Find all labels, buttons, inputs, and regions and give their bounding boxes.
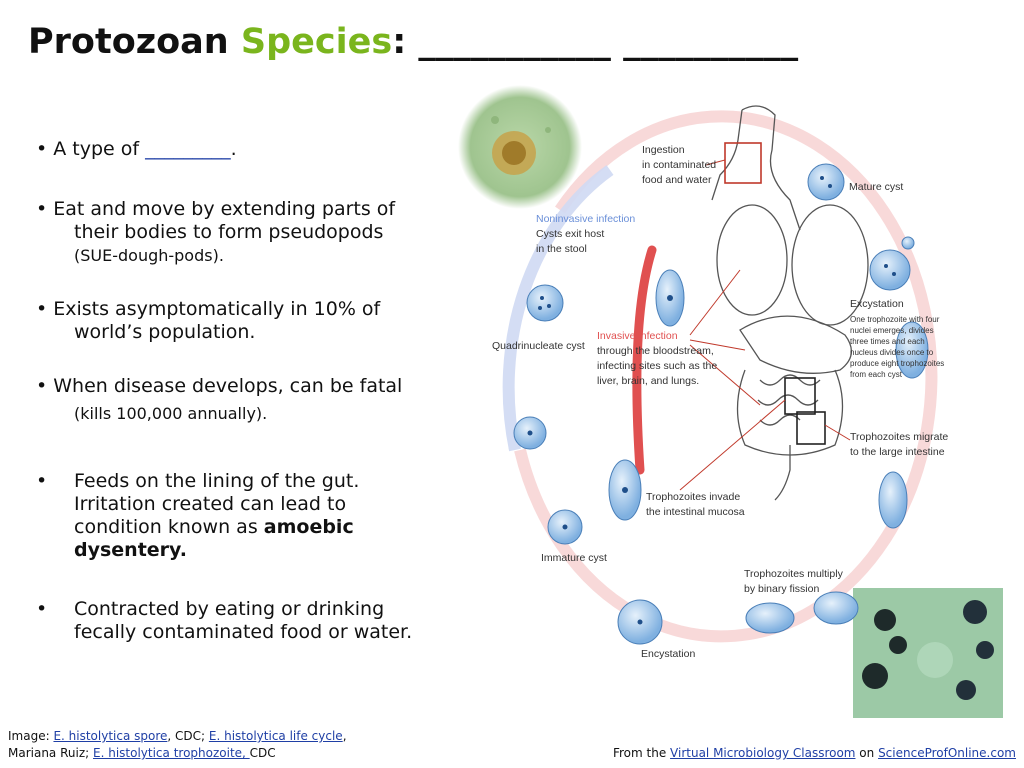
- bullet-line: (kills 100,000 annually).: [74, 404, 268, 423]
- intestine-box-2: [796, 411, 826, 445]
- slide-title: Protozoan Species: ___________ _________…: [28, 22, 798, 62]
- title-suffix: : ___________ __________: [392, 22, 799, 62]
- intestine-box-1: [784, 377, 816, 415]
- credit-end: CDC: [249, 746, 276, 760]
- bullet-text-plain: Feeds on the lining of the gut. Irritati…: [74, 470, 360, 538]
- source-link-classroom[interactable]: Virtual Microbiology Classroom: [670, 746, 856, 760]
- bullet-line: world’s population.: [74, 321, 256, 343]
- pointer-lines: [679, 159, 851, 491]
- label-encystation: Encystation: [641, 648, 695, 660]
- label-immature-cyst: Immature cyst: [541, 552, 607, 564]
- bullet-text: • A type of: [36, 138, 146, 160]
- bullet-text: Contracted by eating or drinking fecally…: [74, 598, 413, 643]
- credit-link-spore[interactable]: E. histolytica spore: [53, 729, 168, 743]
- bullet-type-of: • A type of _________.: [36, 138, 237, 161]
- title-prefix: Protozoan: [28, 22, 241, 62]
- bullet-line: (SUE-dough-pods).: [74, 246, 224, 265]
- bullet-end: .: [230, 138, 237, 160]
- body-outline: [711, 105, 869, 501]
- label-excystation: Excystation: [850, 298, 904, 310]
- bullet-pseudopods: • Eat and move by extending parts of the…: [36, 198, 395, 267]
- bullet-asymptomatic: • Exists asymptomatically in 10% of worl…: [36, 298, 380, 344]
- credit-sep: , Mariana Ruiz;: [8, 729, 347, 760]
- source-credit: From the Virtual Microbiology Classroom …: [613, 746, 1016, 760]
- bullet-fatal: • When disease develops, can be fatal (k…: [36, 375, 402, 425]
- spore-photo: [458, 85, 582, 209]
- source-prefix: From the: [612, 746, 671, 760]
- source-link-site[interactable]: ScienceProfOnline.com: [878, 746, 1016, 760]
- credit-link-life-cycle[interactable]: E. histolytica life cycle: [208, 729, 343, 743]
- trophozoite-photo: [853, 588, 1003, 718]
- bullet-line: their bodies to form pseudopods: [74, 221, 384, 243]
- image-credit: Image: E. histolytica spore, CDC; E. his…: [8, 728, 378, 762]
- bullet-line: • Exists asymptomatically in 10% of: [36, 298, 381, 320]
- bullet-text: Feeds on the lining of the gut. Irritati…: [74, 470, 434, 562]
- bullet-dot: •: [36, 470, 48, 492]
- label-quadrinucleate: Quadrinucleate cyst: [492, 340, 585, 352]
- blank-line: _________: [145, 138, 231, 160]
- bullet-text-bold: amoebic dysentery.: [74, 516, 354, 561]
- title-accent: Species: [240, 22, 393, 62]
- cell-nuclei: [527, 176, 896, 625]
- credit-label: Image:: [8, 729, 54, 743]
- ingestion-box: [724, 142, 762, 184]
- invasive-arrow: [632, 245, 657, 475]
- bullet-line: • When disease develops, can be fatal: [36, 375, 403, 397]
- bullet-gut: • Feeds on the lining of the gut. Irrita…: [36, 470, 441, 565]
- bullet-line: • Eat and move by extending parts of: [36, 198, 396, 220]
- credit-sep: , CDC;: [167, 729, 209, 743]
- bullet-contracted: • Contracted by eating or drinking fecal…: [36, 598, 441, 673]
- source-mid: on: [855, 746, 879, 760]
- credit-link-trophozoite[interactable]: E. histolytica trophozoite,: [93, 746, 250, 760]
- bullet-dot: •: [36, 598, 48, 620]
- label-mature-cyst: Mature cyst: [849, 181, 903, 193]
